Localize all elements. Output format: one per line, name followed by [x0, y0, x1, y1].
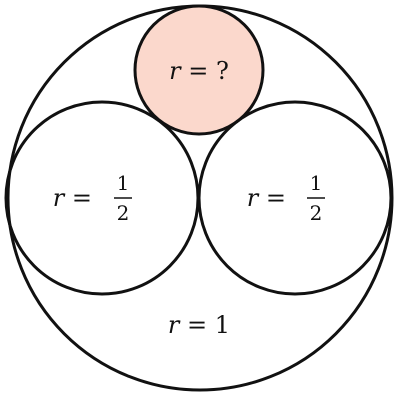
right-fraction-numerator: 1 — [310, 171, 323, 195]
right-half-circle — [197, 100, 393, 296]
left-circle-label: r = 1 2 — [53, 171, 132, 225]
outer-circle-label: r = 1 — [168, 311, 230, 339]
right-fraction-denominator: 2 — [310, 201, 323, 225]
left-half-circle — [4, 100, 200, 296]
svg-text:r =: r = — [53, 184, 92, 212]
svg-text:r =: r = — [247, 184, 286, 212]
top-circle-label: r = ? — [169, 57, 229, 85]
left-fraction-numerator: 1 — [117, 171, 130, 195]
right-circle-label: r = 1 2 — [247, 171, 325, 225]
top-small-circle — [133, 4, 265, 136]
left-fraction-denominator: 2 — [117, 201, 130, 225]
